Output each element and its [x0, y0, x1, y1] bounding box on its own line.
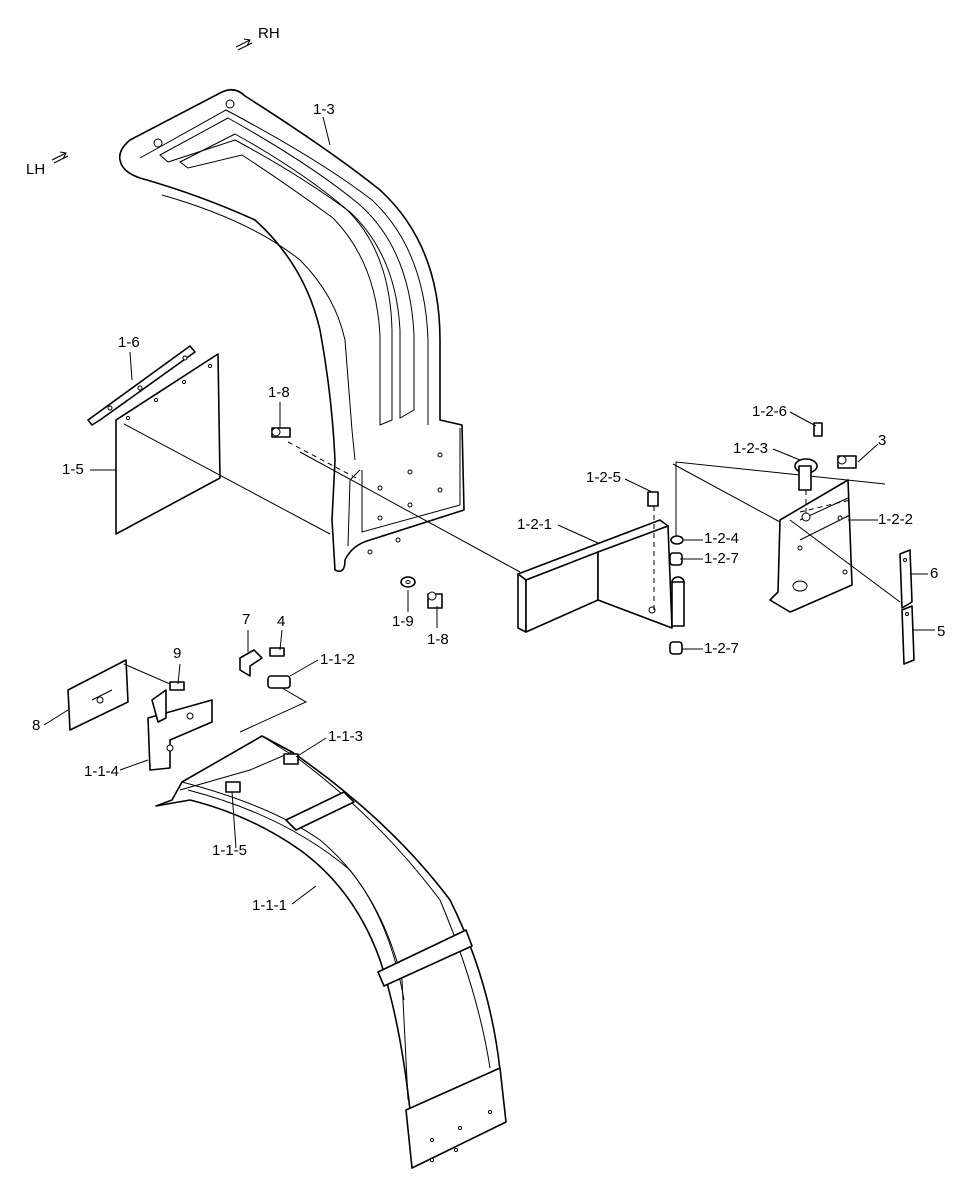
fender-upper-part — [118, 88, 465, 573]
label-3: 3 — [878, 432, 887, 449]
label-1-6: 1-6 — [118, 334, 140, 351]
stay-part — [517, 519, 685, 633]
assembly-line — [675, 461, 886, 536]
lh-arrow-icon — [51, 151, 69, 164]
label-1-1-3: 1-1-3 — [328, 728, 364, 745]
label-7: 7 — [242, 611, 251, 628]
hinge-plate-part — [147, 689, 213, 771]
label-9: 9 — [173, 645, 182, 662]
washer-part — [400, 576, 416, 588]
bolt-1-2-5-part — [647, 491, 659, 612]
label-8: 8 — [32, 717, 41, 734]
label-1-1-5: 1-1-5 — [212, 842, 248, 859]
mounting-bracket-part — [769, 479, 853, 613]
label-1-2-1: 1-2-1 — [517, 516, 553, 533]
assembly-line — [789, 519, 901, 603]
rh-arrow-icon — [235, 38, 253, 51]
label-1-2-3: 1-2-3 — [733, 440, 769, 457]
label-1-9: 1-9 — [392, 613, 414, 630]
label-1-5: 1-5 — [62, 461, 84, 478]
rh-label: RH — [258, 25, 280, 42]
bolt-4-part — [269, 647, 285, 657]
bolt-3-part — [837, 455, 857, 469]
bolt-1-1-3-part — [283, 753, 299, 765]
plate-6-part — [899, 549, 913, 609]
bolt-1-2-6-part — [813, 422, 823, 437]
label-1-8-lower: 1-8 — [427, 631, 449, 648]
spring-washer-part — [670, 535, 684, 545]
label-1-2-4: 1-2-4 — [704, 530, 740, 547]
label-6: 6 — [930, 565, 939, 582]
lh-label: LH — [26, 161, 46, 178]
frame-part — [155, 735, 507, 1169]
pin-1-2-3-part — [794, 458, 818, 515]
bolt-lower-part — [427, 591, 443, 609]
bolt-1-1-5-part — [225, 781, 241, 793]
label-1-2-2: 1-2-2 — [878, 511, 914, 528]
bolt-9-part — [169, 681, 185, 691]
plate-8-part — [67, 659, 129, 731]
label-1-2-7-lower: 1-2-7 — [704, 640, 740, 657]
label-1-1-4: 1-1-4 — [84, 763, 120, 780]
label-1-2-6: 1-2-6 — [752, 403, 788, 420]
label-1-2-7-upper: 1-2-7 — [704, 550, 740, 567]
label-1-1-1: 1-1-1 — [252, 897, 288, 914]
label-1-1-2: 1-1-2 — [320, 651, 356, 668]
clip-7-part — [239, 649, 263, 677]
collar-lower-part — [669, 641, 683, 655]
leader-lines — [43, 116, 935, 905]
label-5: 5 — [937, 623, 946, 640]
plate-5-part — [901, 605, 915, 665]
assembly-line — [123, 423, 331, 535]
label-1-3: 1-3 — [313, 101, 335, 118]
assembly-line — [287, 441, 361, 481]
mudflap-bracket-part — [87, 345, 196, 426]
label-1-8-upper: 1-8 — [268, 384, 290, 401]
assembly-line — [672, 463, 781, 523]
assembly-line — [239, 687, 308, 733]
bolt-upper-part — [271, 427, 291, 438]
assembly-line — [299, 451, 521, 573]
assembly-line — [123, 663, 171, 685]
label-1-2-5: 1-2-5 — [586, 469, 622, 486]
mudflap-part — [115, 353, 221, 535]
spacer-1-1-2-part — [267, 675, 291, 689]
label-4: 4 — [277, 613, 286, 630]
